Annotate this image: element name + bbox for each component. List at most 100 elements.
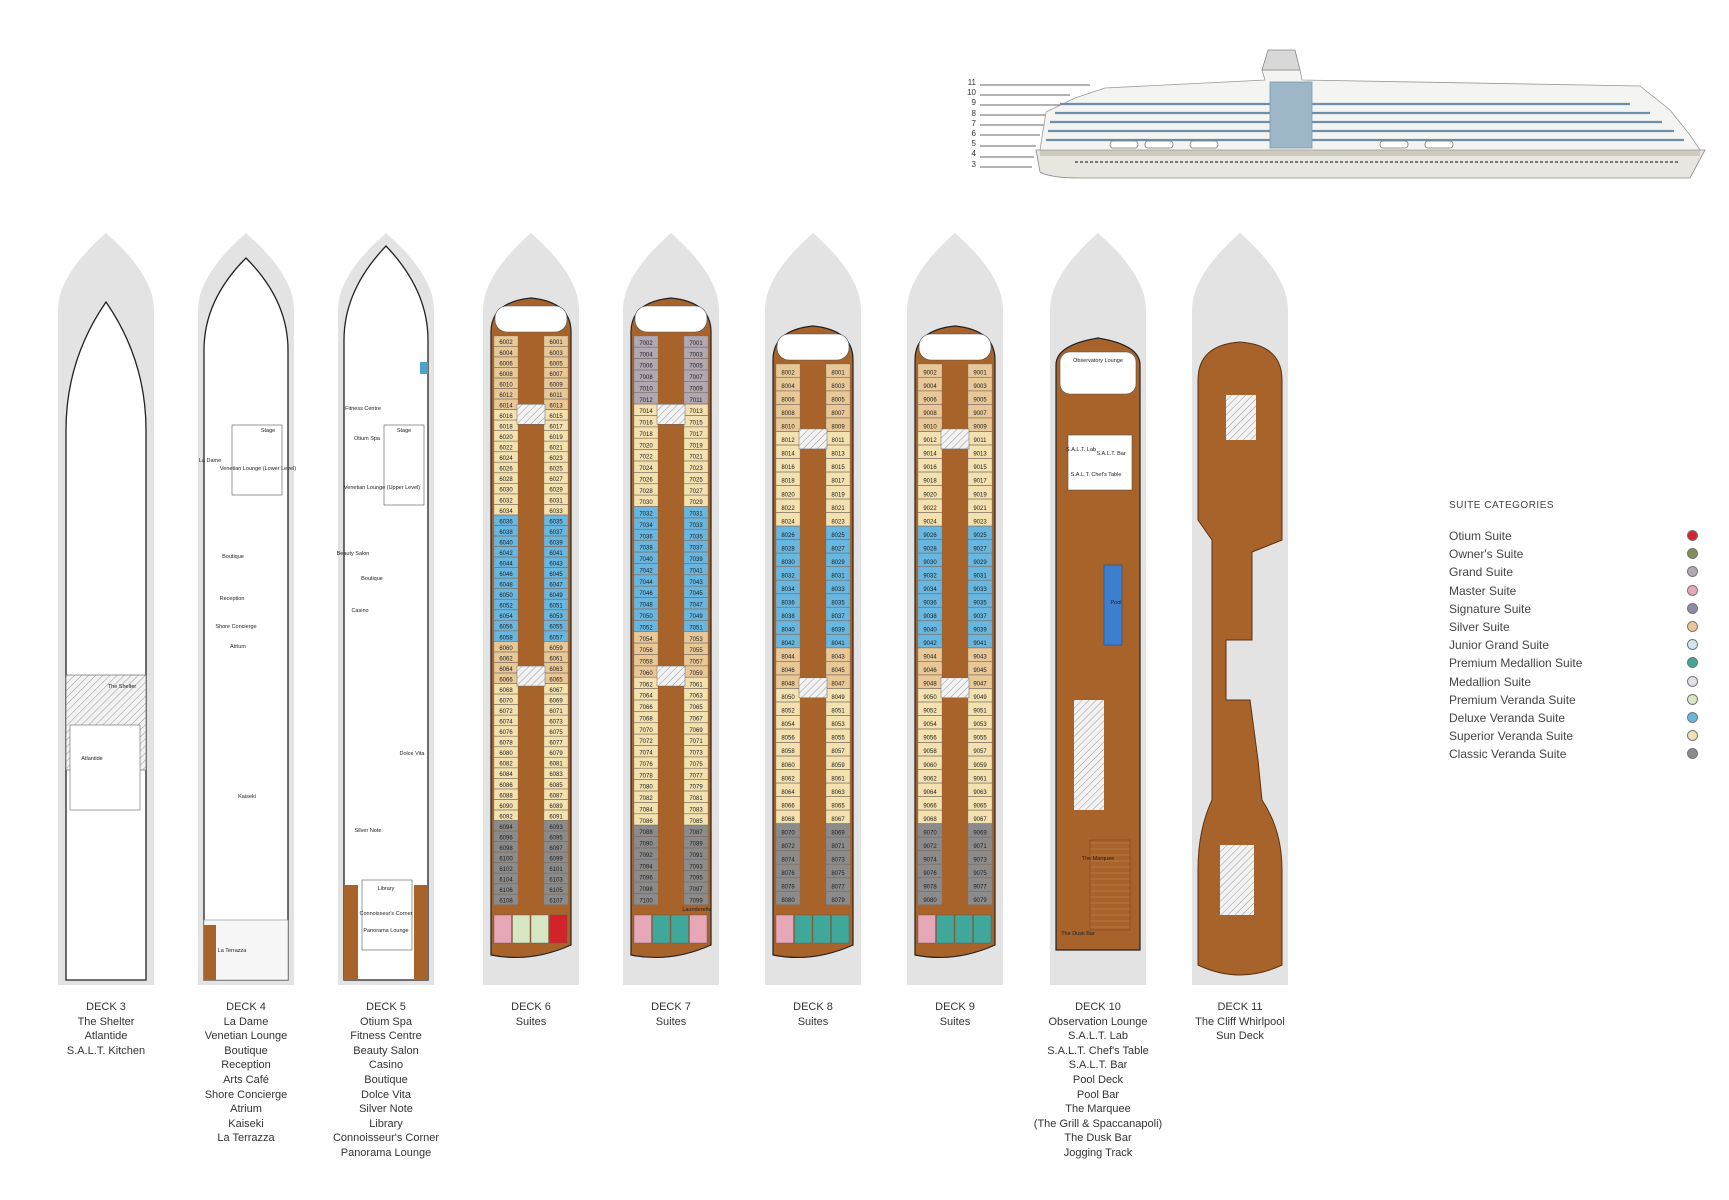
suite-cabin: 7063 xyxy=(683,688,709,700)
deck-3-plan-label: The Shelter xyxy=(108,684,137,690)
suite-number: 7021 xyxy=(689,455,703,461)
suite-cabin: 9042 xyxy=(917,634,943,648)
suite-cabin: 6080 xyxy=(493,746,519,758)
suite-number: 8068 xyxy=(781,817,795,823)
suite-cabin-fill xyxy=(493,588,519,600)
suite-cabin-fill xyxy=(633,574,659,587)
suite-number: 7039 xyxy=(689,557,703,563)
suite-number: 8008 xyxy=(781,411,795,417)
suite-cabin-fill xyxy=(543,536,569,547)
legend-item: Deluxe Veranda Suite xyxy=(1449,709,1709,727)
deck-7-aft-suite xyxy=(689,914,708,944)
suite-number: 6015 xyxy=(549,414,563,420)
suite-cabin-fill xyxy=(493,715,519,726)
suite-cabin: 9066 xyxy=(917,796,943,811)
suite-cabin: 7065 xyxy=(683,700,709,712)
suite-number: 9029 xyxy=(973,560,987,566)
suite-number: 9023 xyxy=(973,519,987,525)
suite-number: 7080 xyxy=(639,785,653,791)
suite-number: 6070 xyxy=(499,698,513,704)
suite-cabin: 8080 xyxy=(775,891,801,905)
suite-cabin: 9024 xyxy=(917,512,943,527)
deck-10-plan-label: S.A.L.T. Bar xyxy=(1096,451,1126,457)
suite-cabin: 8038 xyxy=(775,607,801,621)
legend-item-label: Premium Veranda Suite xyxy=(1449,692,1576,707)
suite-cabin: 6019 xyxy=(543,430,569,442)
deck-10-venue: The Dusk Bar xyxy=(1064,1132,1132,1145)
suite-cabin: 7038 xyxy=(633,540,659,552)
deck-10-venue: Jogging Track xyxy=(1063,1146,1133,1159)
suite-cabin-fill xyxy=(543,810,569,821)
suite-cabin-fill xyxy=(633,449,659,461)
suite-cabin-fill xyxy=(683,779,709,791)
suite-cabin-fill xyxy=(683,882,709,894)
suite-number: 9077 xyxy=(973,884,987,890)
suite-number: 9059 xyxy=(973,763,987,769)
suite-cabin-fill xyxy=(683,597,709,609)
suite-cabin: 7022 xyxy=(633,449,659,461)
suite-cabin-fill xyxy=(683,449,709,461)
suite-cabin: 7094 xyxy=(633,859,659,871)
suite-cabin-fill xyxy=(683,859,709,871)
suite-cabin: 8055 xyxy=(825,729,851,743)
suite-cabin-fill xyxy=(967,647,993,662)
suite-cabin-fill xyxy=(917,620,943,635)
suite-number: 9008 xyxy=(923,411,937,417)
deck-3-atlantide-area xyxy=(69,724,141,811)
suite-cabin: 9004 xyxy=(917,377,943,391)
suite-number: 9019 xyxy=(973,492,987,498)
suite-number: 9074 xyxy=(923,857,937,863)
suite-number: 9053 xyxy=(973,722,987,728)
suite-cabin-fill xyxy=(543,609,569,621)
suite-cabin-fill xyxy=(543,346,569,357)
suite-cabin: 7012 xyxy=(633,392,659,405)
suite-number: 8055 xyxy=(831,736,845,742)
suite-cabin: 8062 xyxy=(775,769,801,784)
ship-funnel xyxy=(1261,49,1301,71)
suite-cabin-fill xyxy=(493,536,519,547)
deck-10-plan-label: S.A.L.T. Lab xyxy=(1066,447,1096,453)
suite-cabin: 8013 xyxy=(825,444,851,459)
suite-number: 8077 xyxy=(831,884,845,890)
suite-number: 6082 xyxy=(499,762,513,768)
suite-number: 9072 xyxy=(923,844,937,850)
suite-number: 6005 xyxy=(549,361,563,367)
suite-cabin-fill xyxy=(633,586,659,598)
suite-number: 7078 xyxy=(639,773,653,779)
suite-cabin-fill xyxy=(683,756,709,769)
deck-10-venue: S.A.L.T. Chef's Table xyxy=(1047,1044,1149,1057)
suite-cabin-fill xyxy=(633,654,659,666)
legend-item-label: Signature Suite xyxy=(1449,601,1532,616)
suite-cabin: 7058 xyxy=(633,654,659,666)
suite-cabin: 8003 xyxy=(825,377,851,391)
suite-cabin-fill xyxy=(683,654,709,666)
suite-cabin: 6073 xyxy=(543,715,569,726)
deck-3-venue: Atlantide xyxy=(84,1030,128,1043)
deck-4-venue: Boutique xyxy=(224,1044,268,1057)
suite-cabin: 6054 xyxy=(493,609,519,621)
suite-cabin: 8066 xyxy=(775,796,801,811)
legend-swatch xyxy=(1687,639,1698,651)
suite-number: 6093 xyxy=(549,825,563,831)
suite-cabin-fill xyxy=(543,620,569,631)
suite-number: 9050 xyxy=(923,695,937,701)
suite-number: 6073 xyxy=(549,720,563,726)
suite-cabin: 7090 xyxy=(633,836,659,848)
suite-number: 9063 xyxy=(973,790,987,796)
suite-cabin-fill xyxy=(493,567,519,579)
suite-cabin: 9025 xyxy=(967,526,993,540)
suite-number: 6100 xyxy=(499,857,513,863)
suite-cabin-fill xyxy=(493,883,519,895)
deck-11-title: DECK 11 xyxy=(1217,1001,1263,1013)
suite-number: 6081 xyxy=(549,762,563,768)
suite-number: 7048 xyxy=(639,603,653,609)
suite-cabin-fill xyxy=(493,725,519,737)
suite-cabin: 6035 xyxy=(543,514,569,526)
suite-cabin-fill xyxy=(825,864,851,878)
suite-cabin-fill xyxy=(683,369,709,382)
suite-cabin: 6095 xyxy=(543,831,569,842)
suite-number: 7044 xyxy=(639,580,653,586)
suite-number: 7033 xyxy=(689,523,703,529)
suite-number: 9060 xyxy=(923,763,937,769)
suite-cabin-fill xyxy=(775,390,801,405)
